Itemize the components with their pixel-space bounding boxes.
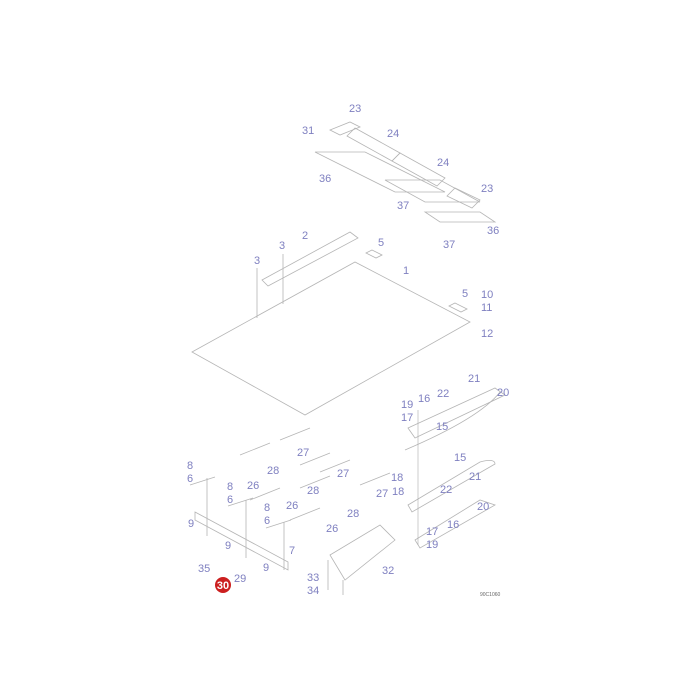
callout-1[interactable]: 1 [403, 265, 409, 277]
callout-16[interactable]: 16 [447, 519, 459, 531]
callout-34[interactable]: 34 [307, 585, 319, 597]
callout-35[interactable]: 35 [198, 563, 210, 575]
callout-2[interactable]: 2 [302, 230, 308, 242]
callout-29[interactable]: 29 [234, 573, 246, 585]
callout-36[interactable]: 36 [319, 173, 331, 185]
callout-26[interactable]: 26 [286, 500, 298, 512]
callout-20[interactable]: 20 [497, 387, 509, 399]
callout-37[interactable]: 37 [443, 239, 455, 251]
callout-26[interactable]: 26 [326, 523, 338, 535]
callout-27[interactable]: 27 [337, 468, 349, 480]
callout-23[interactable]: 23 [349, 103, 361, 115]
guard-plate [327, 524, 396, 595]
callout-28[interactable]: 28 [267, 465, 279, 477]
callout-15[interactable]: 15 [436, 421, 448, 433]
callout-6[interactable]: 6 [264, 515, 270, 527]
callout-11[interactable]: 11 [481, 302, 492, 314]
callout-6[interactable]: 6 [227, 494, 233, 506]
callout-24[interactable]: 24 [437, 157, 449, 169]
callout-12[interactable]: 12 [481, 328, 493, 340]
callout-26[interactable]: 26 [247, 480, 259, 492]
callout-6[interactable]: 6 [187, 473, 193, 485]
callout-37[interactable]: 37 [397, 200, 409, 212]
cross-bar [189, 476, 292, 571]
callout-9[interactable]: 9 [188, 518, 194, 530]
callout-18[interactable]: 18 [392, 486, 404, 498]
side-rails [404, 387, 506, 549]
callout-16[interactable]: 16 [418, 393, 430, 405]
callout-32[interactable]: 32 [382, 565, 394, 577]
drawing-code: 90C1060 [480, 592, 501, 598]
callout-28[interactable]: 28 [347, 508, 359, 520]
callout-18[interactable]: 18 [391, 472, 403, 484]
callout-27[interactable]: 27 [376, 488, 388, 500]
callout-24[interactable]: 24 [387, 128, 399, 140]
callout-22[interactable]: 22 [437, 388, 449, 400]
callout-27[interactable]: 27 [297, 447, 309, 459]
callout-8[interactable]: 8 [187, 460, 193, 472]
callout-17[interactable]: 17 [401, 412, 413, 424]
callout-5[interactable]: 5 [462, 288, 468, 300]
callout-19[interactable]: 19 [401, 399, 413, 411]
callout-28[interactable]: 28 [307, 485, 319, 497]
callout-8[interactable]: 8 [227, 481, 233, 493]
callout-15[interactable]: 15 [454, 452, 466, 464]
floor-plate [191, 231, 471, 416]
callout-23[interactable]: 23 [481, 183, 493, 195]
callout-21[interactable]: 21 [469, 471, 481, 483]
brackets [239, 427, 391, 521]
callout-31[interactable]: 31 [302, 125, 314, 137]
callout-7[interactable]: 7 [289, 545, 295, 557]
callout-3[interactable]: 3 [279, 240, 285, 252]
callout-33[interactable]: 33 [307, 572, 319, 584]
callout-10[interactable]: 10 [481, 289, 493, 301]
callout-19[interactable]: 19 [426, 539, 438, 551]
callout-3[interactable]: 3 [254, 255, 260, 267]
callout-36[interactable]: 36 [487, 225, 499, 237]
callout-17[interactable]: 17 [426, 526, 438, 538]
roller-assembly [314, 121, 497, 223]
callout-21[interactable]: 21 [468, 373, 480, 385]
callout-9[interactable]: 9 [225, 540, 231, 552]
callout-9[interactable]: 9 [263, 562, 269, 574]
callout-22[interactable]: 22 [440, 484, 452, 496]
callout-8[interactable]: 8 [264, 502, 270, 514]
callout-5[interactable]: 5 [378, 237, 384, 249]
highlighted-part-marker[interactable]: 30 [215, 577, 231, 593]
highlighted-callout-label: 30 [217, 580, 229, 592]
callout-20[interactable]: 20 [477, 501, 489, 513]
